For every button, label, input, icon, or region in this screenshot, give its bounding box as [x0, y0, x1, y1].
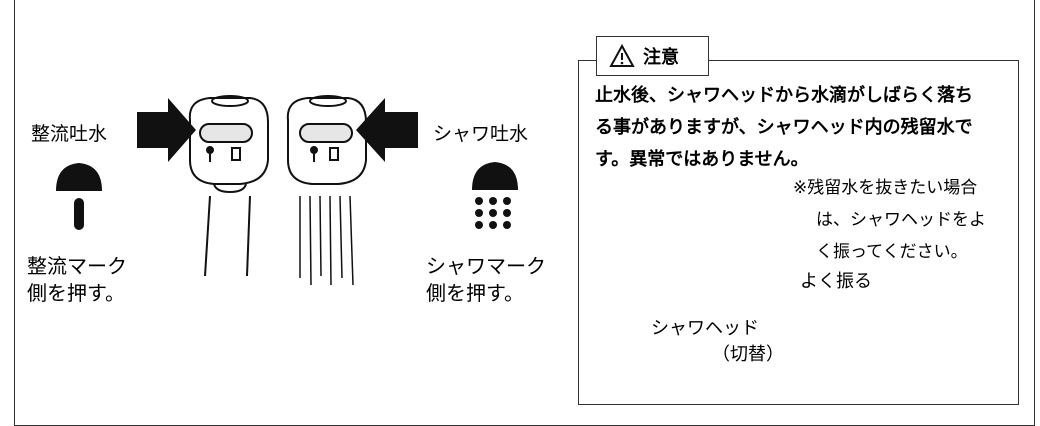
drain-note-line-3: く振ってください。	[816, 242, 968, 262]
shake-label: よく振る	[800, 271, 872, 292]
faucet-head-shower	[286, 95, 367, 286]
caution-body: 止水後、シャワヘッドから水滴がしばらく落ち る事がありますが、シャワヘッド内の残…	[595, 80, 973, 176]
shower-head-sublabel: （切替）	[712, 344, 784, 365]
drain-note-line-1: ※残留水を抜きたい場合	[793, 178, 978, 198]
caution-line-2: る事がありますが、シャワヘッド内の残留水で	[595, 117, 973, 138]
caution-line-1: 止水後、シャワヘッドから水滴がしばらく落ち	[595, 85, 973, 106]
shower-press-line-2: 側を押す。	[426, 281, 524, 305]
faucet-head-straight	[188, 95, 269, 277]
shower-flow-label: シャワ吐水	[433, 123, 529, 145]
straight-press-instruction: 整流マーク 側を押す。	[27, 253, 127, 307]
drain-note: ※残留水を抜きたい場合 は、シャワヘッドをよ く振ってください。	[793, 172, 986, 268]
straight-press-line-1: 整流マーク	[27, 254, 127, 278]
caution-line-3: す。異常ではありません。	[595, 149, 809, 170]
shower-press-instruction: シャワマーク 側を押す。	[426, 253, 546, 307]
shower-head-label: シャワヘッド	[651, 318, 759, 339]
straight-mark-icon	[56, 163, 102, 230]
straight-flow-label: 整流吐水	[31, 123, 108, 145]
caution-box	[578, 60, 1019, 405]
arrow-left-icon	[356, 98, 418, 162]
arrow-right-icon	[137, 98, 196, 162]
warning-icon	[609, 44, 635, 67]
caution-tag: 注意	[596, 36, 709, 76]
caution-title: 注意	[643, 47, 679, 68]
drain-note-line-2: は、シャワヘッドをよ	[816, 210, 986, 230]
shower-mark-icon	[472, 162, 518, 229]
shower-press-line-1: シャワマーク	[426, 254, 546, 278]
straight-press-line-2: 側を押す。	[27, 281, 125, 305]
